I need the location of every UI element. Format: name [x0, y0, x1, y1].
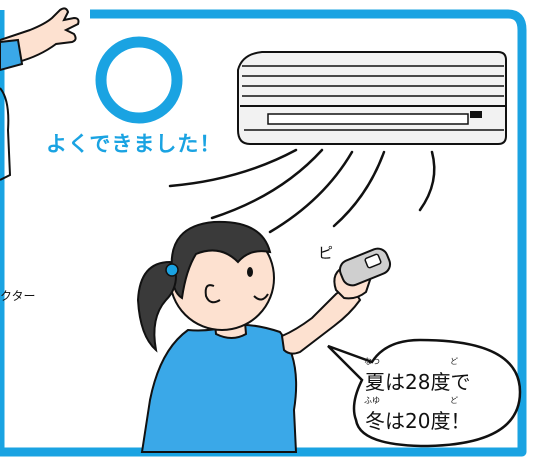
girl-shirt [140, 323, 298, 453]
character-label: クター [0, 289, 36, 303]
praise-text: よくできました！ [46, 132, 222, 156]
girl-eye [247, 267, 253, 277]
air-conditioner-icon [237, 51, 507, 145]
speech-line-winter: 冬は20度！ [365, 409, 471, 433]
beep-sound-text: ピ [318, 244, 334, 262]
hair-tie [165, 263, 179, 277]
girl-arm [280, 287, 362, 355]
girl-ponytail [136, 260, 178, 353]
airflow-lines [168, 148, 436, 234]
speech-line-summer: 夏は28度で [365, 370, 471, 394]
left-body-edge [0, 87, 12, 181]
girl-hair [170, 220, 272, 300]
girl-mouth [253, 293, 269, 301]
ruby-do-1: ど [450, 357, 458, 366]
remote-control-icon [338, 247, 392, 287]
blue-frame [0, 9, 527, 457]
ruby-fuyu: ふゆ [364, 396, 380, 405]
ruby-do-2: ど [450, 396, 458, 405]
girl-ear [204, 284, 221, 304]
left-sleeve [0, 38, 24, 72]
correct-circle-icon [95, 36, 183, 124]
speech-bubble [327, 338, 522, 448]
ruby-natsu: なつ [364, 357, 380, 366]
